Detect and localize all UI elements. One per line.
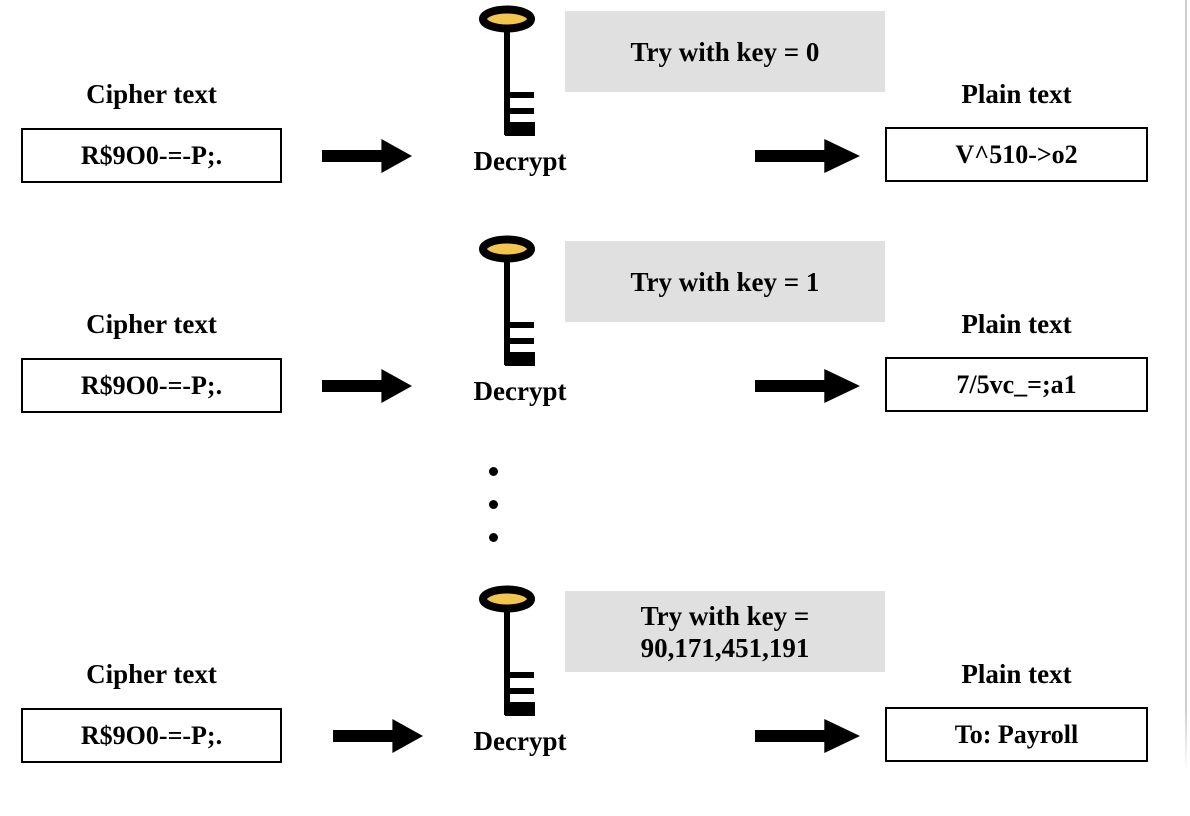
plain-text-value: To: Payroll xyxy=(954,719,1079,749)
cipher-text-box: R$9O0-=-P;. xyxy=(21,708,282,763)
cipher-text-box: R$9O0-=-P;. xyxy=(21,358,282,413)
cipher-text-value: R$9O0-=-P;. xyxy=(80,140,223,170)
page-edge-line xyxy=(1185,0,1187,772)
plain-text-value: V^510->o2 xyxy=(955,139,1078,169)
plain-text-label: Plain text xyxy=(961,659,1072,689)
plain-text-value: 7/5vc_=;a1 xyxy=(956,369,1077,399)
try-key-text: Try with key = xyxy=(640,600,810,631)
cipher-text-label: Cipher text xyxy=(86,309,217,339)
decrypt-label: Decrypt xyxy=(473,376,567,406)
cipher-text-box: R$9O0-=-P;. xyxy=(21,128,282,183)
try-key-note: Try with key = 90,171,451,191 xyxy=(565,591,885,672)
decrypt-label: Decrypt xyxy=(473,726,567,756)
cipher-text-label: Cipher text xyxy=(86,79,217,109)
output-arrow-icon xyxy=(755,139,860,173)
output-arrow-icon xyxy=(755,719,860,753)
ellipsis-dot xyxy=(489,533,498,542)
attempt-row-key-1: Cipher text R$9O0-=-P;. Decrypt Try with… xyxy=(0,230,1190,440)
attempt-row-key-90171451191: Cipher text R$9O0-=-P;. Decrypt Try with… xyxy=(0,580,1190,790)
output-arrow-icon xyxy=(755,369,860,403)
attempt-row-key-0: Cipher text R$9O0-=-P;. Decrypt Try with… xyxy=(0,0,1190,210)
ellipsis-dot xyxy=(489,500,498,509)
try-key-note: Try with key = 0 xyxy=(565,11,885,92)
try-key-text-line2: 90,171,451,191 xyxy=(640,632,810,663)
key-icon xyxy=(479,585,535,716)
cipher-text-value: R$9O0-=-P;. xyxy=(80,370,223,400)
plain-text-box: 7/5vc_=;a1 xyxy=(885,357,1148,412)
key-icon xyxy=(479,5,535,136)
input-arrow-icon xyxy=(322,139,412,173)
input-arrow-icon xyxy=(333,719,423,753)
plain-text-box: V^510->o2 xyxy=(885,127,1148,182)
plain-text-box: To: Payroll xyxy=(885,707,1148,762)
ellipsis-dot xyxy=(489,467,498,476)
plain-text-label: Plain text xyxy=(961,309,1072,339)
plain-text-label: Plain text xyxy=(961,79,1072,109)
try-key-text: Try with key = 0 xyxy=(630,36,820,67)
input-arrow-icon xyxy=(322,369,412,403)
cipher-text-label: Cipher text xyxy=(86,659,217,689)
try-key-note: Try with key = 1 xyxy=(565,241,885,322)
key-icon xyxy=(479,235,535,366)
decrypt-label: Decrypt xyxy=(473,146,567,176)
ellipsis-dots xyxy=(489,467,499,543)
try-key-text: Try with key = 1 xyxy=(630,266,820,297)
cipher-text-value: R$9O0-=-P;. xyxy=(80,720,223,750)
